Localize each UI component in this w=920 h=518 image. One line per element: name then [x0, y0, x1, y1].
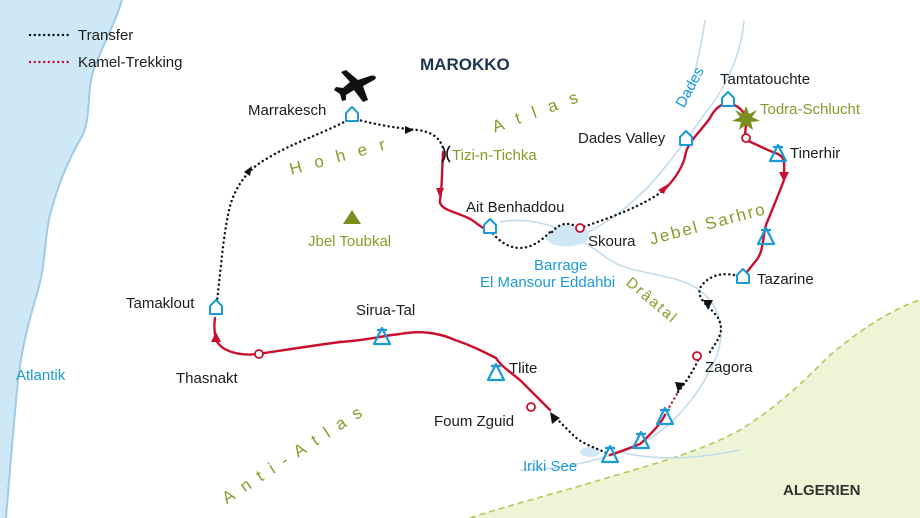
direction-arrows	[211, 126, 789, 424]
legend-transfer-label: Transfer	[78, 27, 134, 44]
house-icon-tamaklout	[209, 299, 223, 315]
house-icon-tazarine	[736, 268, 750, 284]
circle-icon-todra	[741, 133, 751, 143]
algeria-border	[469, 299, 920, 518]
place-zagora: Zagora	[705, 359, 753, 376]
peak-toubkal-label: Jbel Toubkal	[308, 233, 392, 250]
stop-icons	[254, 133, 751, 412]
place-tlite: Tlite	[509, 360, 538, 377]
arrow-8	[211, 332, 221, 342]
pass-icon	[441, 145, 451, 163]
circle-icon-thasnakt	[254, 349, 264, 359]
map-title: MAROKKO	[420, 55, 510, 74]
arrow-3	[658, 184, 668, 194]
place-sirua: Sirua-Tal	[356, 302, 416, 319]
lake-barrage-label-1: Barrage	[534, 257, 588, 274]
lake-barrage-label-2: El Mansour Eddahbi	[480, 274, 616, 291]
legend-kamel-label: Kamel-Trekking	[78, 54, 183, 71]
arrow-4	[779, 172, 789, 182]
rivers	[499, 19, 745, 471]
tent-icon-iriki	[600, 444, 620, 464]
arrow-6	[675, 382, 685, 392]
algeria-region	[470, 300, 920, 518]
house-icons	[209, 91, 750, 315]
place-tinerhir: Tinerhir	[790, 145, 841, 162]
lake-iriki	[580, 447, 600, 457]
place-todra: Todra-Schlucht	[760, 101, 861, 118]
sea-atlantic: Atlantik	[16, 367, 66, 384]
tent-icon-tlite	[486, 362, 506, 382]
tent-icon-kamel-2	[631, 430, 651, 450]
circle-icon-foum-zguid	[526, 402, 536, 412]
place-dades-valley: Dades Valley	[578, 130, 666, 147]
arrow-2	[436, 188, 444, 198]
tent-icons	[372, 143, 788, 464]
place-marrakesch: Marrakesch	[248, 102, 327, 119]
place-foum-zguid: Foum Zguid	[434, 413, 515, 430]
place-tamaklout: Tamaklout	[126, 295, 195, 312]
house-icon-marrakesch	[345, 106, 359, 122]
arrow-1	[405, 126, 414, 134]
circle-icon-zagora	[692, 351, 702, 361]
house-icon-dades-valley	[679, 130, 693, 146]
kamel-routes	[663, 390, 680, 417]
star-icon	[732, 106, 760, 130]
atlantic-ocean	[0, 0, 122, 518]
arrow-7	[550, 412, 560, 424]
place-tamtatouchte: Tamtatouchte	[720, 71, 811, 88]
place-ait-benhaddou: Ait Benhaddou	[466, 199, 565, 216]
place-skoura: Skoura	[588, 233, 636, 250]
tent-icon-tinerhir	[768, 143, 788, 163]
house-icon-ait-benhaddou	[483, 218, 497, 234]
tent-icon-kamel-1	[655, 406, 675, 426]
place-thasnakt: Thasnakt	[176, 370, 238, 387]
arrow-5	[703, 300, 713, 310]
lake-iriki-label: Iriki See	[523, 458, 578, 475]
airplane-icon	[334, 70, 376, 102]
house-icon-tamtatouchte	[721, 91, 735, 107]
circle-icon-skoura	[575, 223, 585, 233]
pass-tichka-label: Tizi-n-Tichka	[452, 147, 537, 164]
place-tazarine: Tazarine	[757, 271, 814, 288]
arrow-9	[244, 166, 252, 176]
tent-icon-sirua	[372, 326, 392, 346]
triangle-icon	[343, 210, 361, 224]
coastline	[5, 0, 123, 518]
country-algeria: ALGERIEN	[783, 482, 861, 499]
tent-icon-sarhro	[756, 226, 776, 246]
